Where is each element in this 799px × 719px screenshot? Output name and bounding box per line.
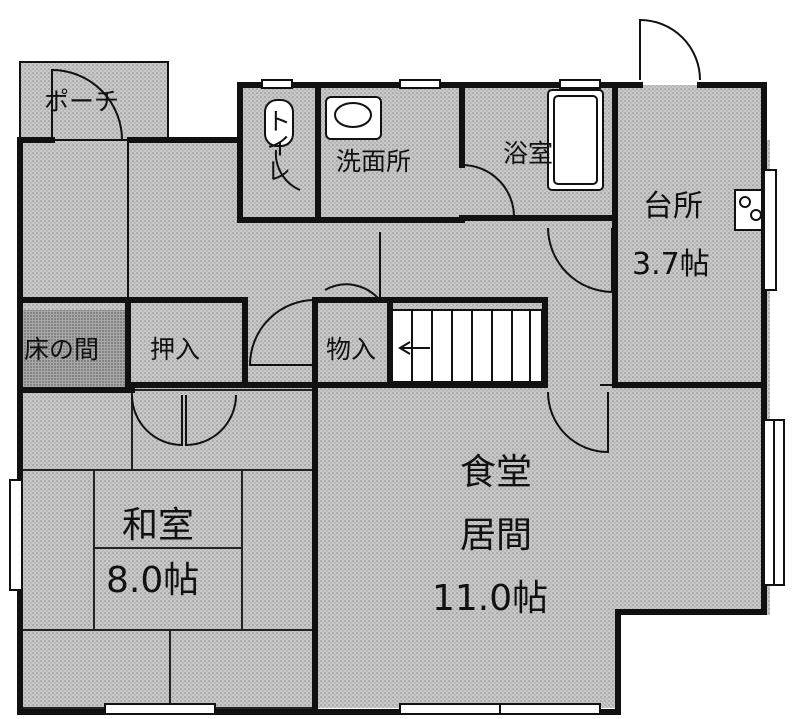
- living-name2-label: 居間: [460, 515, 533, 556]
- porch-label: ポーチ: [44, 87, 120, 116]
- living-size-label: 11.0帖: [432, 578, 549, 619]
- storage-label: 物入: [326, 335, 377, 364]
- porch-floor: [20, 62, 168, 140]
- kitchen-name-label: 台所: [643, 189, 703, 224]
- windows: [9, 79, 785, 715]
- tokonoma-label: 床の間: [24, 335, 100, 364]
- staircase: [391, 309, 543, 383]
- tokonoma-floor: [22, 310, 126, 388]
- fixtures: [264, 89, 766, 231]
- door-swings: [51, 18, 701, 454]
- kitchen-floor: [615, 85, 765, 385]
- cutout-corner: [618, 615, 778, 715]
- stove: [734, 189, 766, 231]
- thin-lines: [19, 61, 764, 386]
- floor-fills: [20, 62, 778, 715]
- washitsu-name-label: 和室: [122, 505, 195, 546]
- toilet-bowl: [264, 99, 294, 147]
- oshiire-label: 押入: [150, 335, 201, 364]
- kitchen-size-label: 3.7帖: [632, 247, 710, 282]
- washitsu-size-label: 8.0帖: [106, 560, 200, 601]
- washroom-label: 洗面所: [336, 147, 412, 176]
- bathtub: [547, 89, 604, 191]
- living-name1-label: 食堂: [460, 452, 533, 493]
- toilet-label: トイレ: [262, 108, 292, 183]
- bathroom-label: 浴室: [503, 139, 554, 168]
